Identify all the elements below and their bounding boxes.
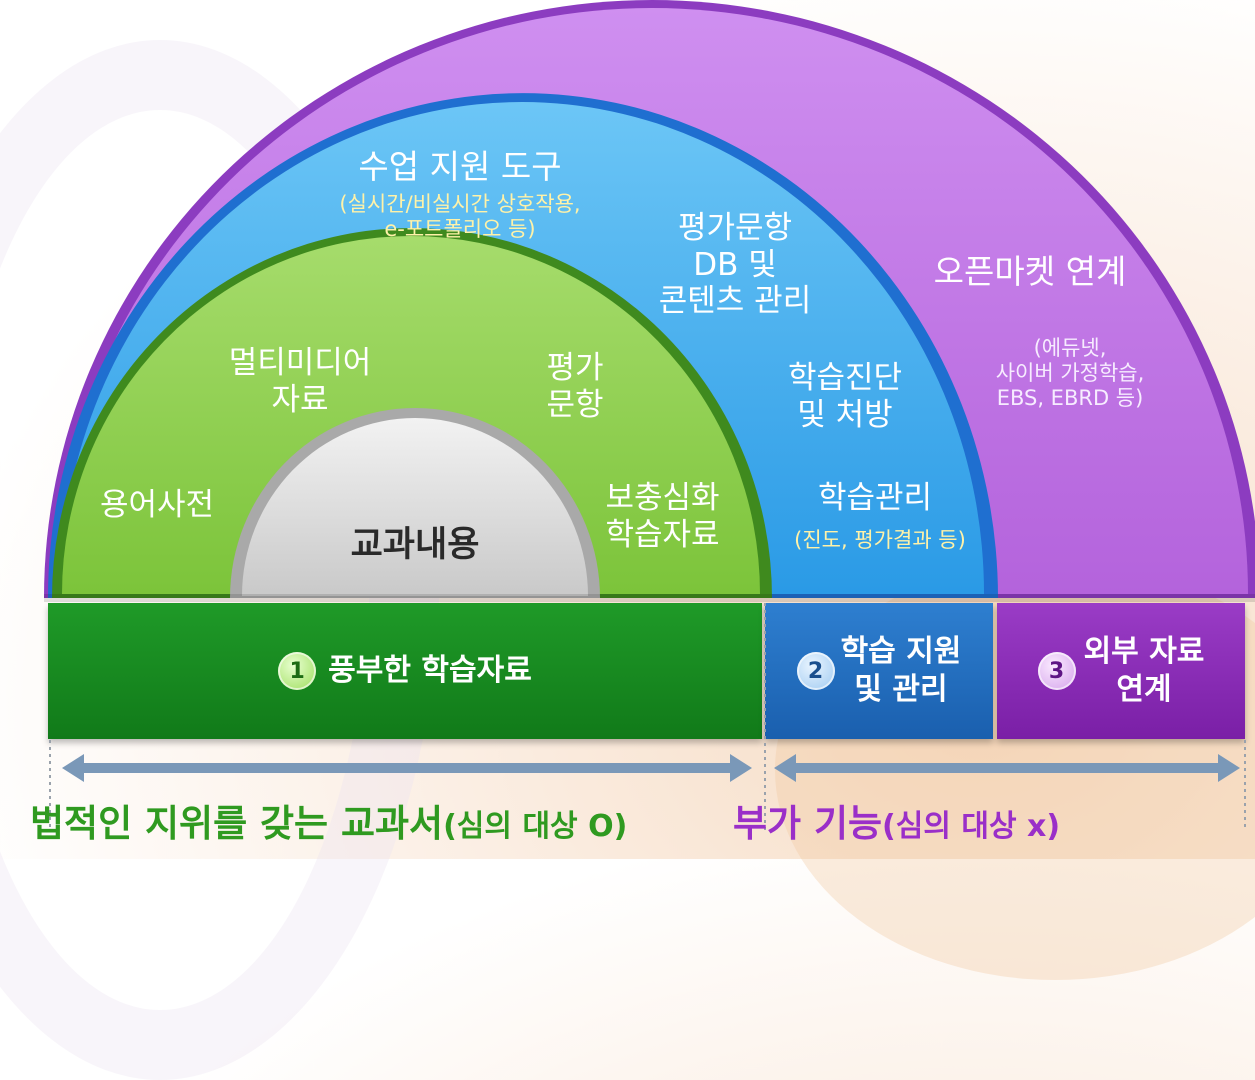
label-management-detail: (진도, 평가결과 등) — [794, 528, 966, 552]
label-openmarket: 오픈마켓 연계 — [933, 252, 1127, 291]
arch-diagram — [44, 0, 1255, 602]
double-arrow-right — [774, 754, 1240, 782]
number-badge-2: 2 — [796, 652, 835, 690]
number-badge-1: 1 — [278, 652, 317, 690]
label-multimedia: 멀티미디어 자료 — [228, 345, 372, 418]
number-badge-3: 3 — [1037, 652, 1076, 690]
core-arc-fill — [242, 418, 588, 596]
label-class-support: 수업 지원 도구 — [358, 147, 562, 186]
box-external-link-label: 외부 자료 연계 — [1083, 633, 1205, 707]
box-rich-materials-label: 풍부한 학습자료 — [328, 652, 532, 688]
label-management: 학습관리 — [817, 480, 933, 516]
label-openmarket-detail: (에듀넷, 사이버 가정학습, EBS, EBRD 등) — [995, 336, 1145, 410]
box-rich-materials: 1 풍부한 학습자료 — [48, 603, 762, 739]
core-label: 교과내용 — [350, 525, 480, 565]
label-class-support-detail: (실시간/비실시간 상호작용, e-포트폴리오 등) — [339, 192, 581, 241]
label-assessment: 평가 문항 — [546, 350, 604, 423]
double-arrow-left — [62, 754, 752, 782]
box-external-link: 3 외부 자료 연계 — [997, 603, 1245, 739]
bottom-label-textbook: 법적인 지위를 갖는 교과서(심의 대상 O) — [30, 802, 628, 845]
label-diagnosis: 학습진단 및 처방 — [787, 360, 903, 433]
label-dictionary: 용어사전 — [100, 487, 215, 523]
box-learning-support: 2 학습 지원 및 관리 — [765, 603, 993, 739]
box-learning-support-label: 학습 지원 및 관리 — [840, 633, 962, 707]
label-supplement: 보충심화 학습자료 — [605, 480, 720, 553]
bottom-label-additional: 부가 기능(심의 대상 x) — [733, 802, 1061, 845]
label-item-db: 평가문항 DB 및 콘텐츠 관리 — [658, 210, 812, 320]
